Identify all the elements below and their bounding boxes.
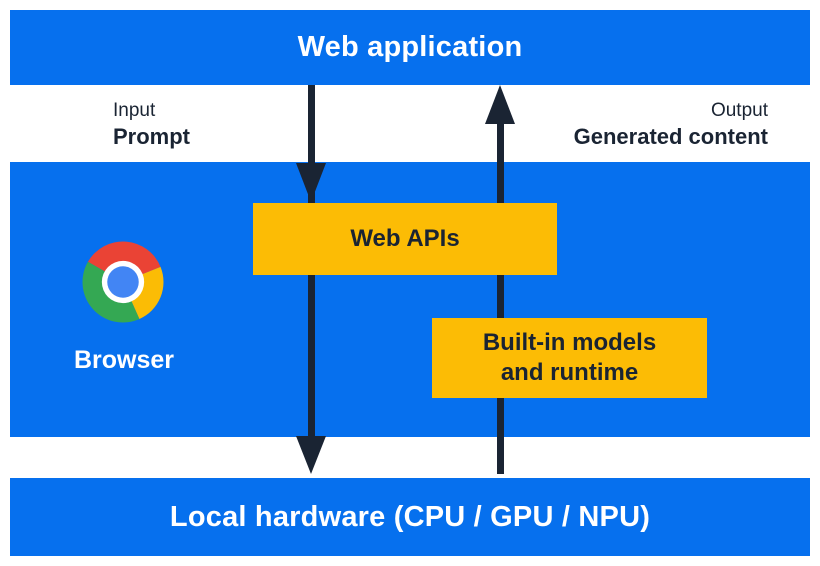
output-flow-arrowhead-icon <box>485 85 515 124</box>
builtin-models-label-line1: Built-in models <box>482 329 657 356</box>
local-hardware-bar: Local hardware (CPU / GPU / NPU) <box>10 478 810 556</box>
prompt-label: Prompt <box>113 124 190 149</box>
output-labels: Output Generated content <box>574 99 768 151</box>
web-apis-label: Web APIs <box>350 225 460 252</box>
output-flow-arrow-shaft <box>497 120 504 474</box>
browser-label: Browser <box>73 346 175 374</box>
web-application-bar: Web application <box>10 10 810 85</box>
input-flow-arrowhead-icon <box>296 163 326 202</box>
generated-content-label: Generated content <box>573 124 768 149</box>
web-application-label: Web application <box>297 31 523 63</box>
local-hardware-label: Local hardware (CPU / GPU / NPU) <box>169 500 651 533</box>
builtin-models-box: Built-in models and runtime <box>432 318 707 398</box>
builtin-models-label: Built-in models and runtime <box>483 328 656 388</box>
input-labels: Input Prompt <box>113 99 190 151</box>
input-flow-arrowhead-bottom-icon <box>296 436 326 474</box>
web-apis-box: Web APIs <box>253 203 557 275</box>
output-caption: Output <box>710 100 768 121</box>
input-caption: Input <box>113 100 156 121</box>
builtin-models-label-line2: and runtime <box>500 359 639 386</box>
chrome-logo-icon <box>82 241 164 323</box>
